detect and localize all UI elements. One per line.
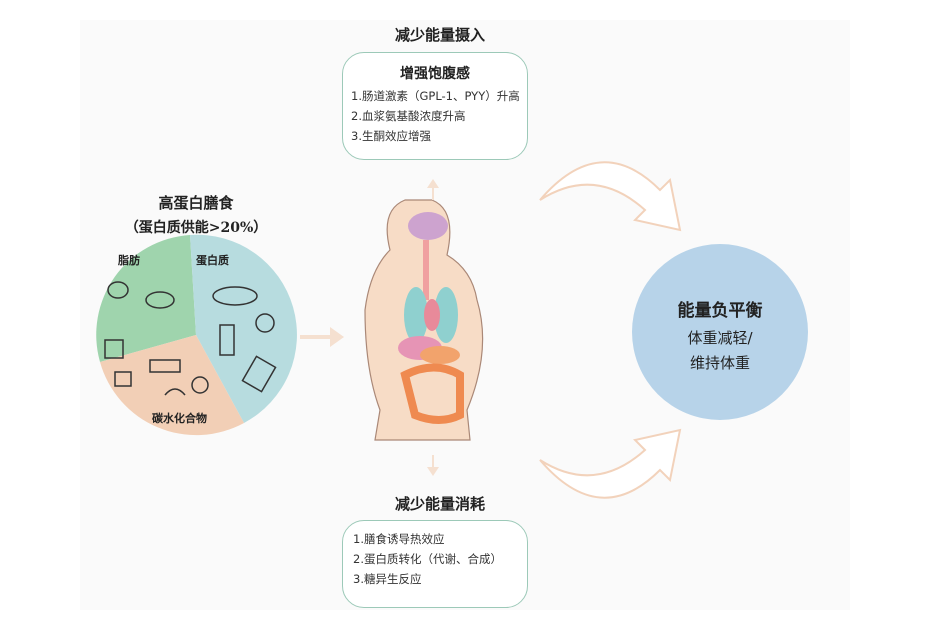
result-circle bbox=[632, 244, 808, 420]
satiety-title: 增强饱腹感 bbox=[400, 66, 470, 82]
expenditure-box: 1.膳食诱导热效应 2.蛋白质转化（代谢、合成） 3.糖异生反应 bbox=[342, 520, 528, 608]
result-line1: 体重减轻/ bbox=[687, 329, 753, 347]
list-item: 2.血浆氨基酸浓度升高 bbox=[351, 109, 466, 123]
intake-heading: 减少能量摄入 bbox=[394, 26, 485, 44]
result-line2: 维持体重 bbox=[689, 354, 750, 372]
curved-arrow-bottom-icon bbox=[539, 428, 682, 499]
curved-arrow-top-icon bbox=[539, 161, 682, 232]
arrow-down-icon bbox=[427, 455, 439, 476]
list-item: 1.肠道激素（GPL-1、PYY）升高 bbox=[351, 89, 520, 103]
arrow-right-icon bbox=[300, 327, 344, 347]
diet-title: 高蛋白膳食 bbox=[158, 194, 234, 212]
list-item: 1.膳食诱导热效应 bbox=[353, 532, 445, 546]
body-illustration bbox=[364, 199, 484, 441]
label-fat: 脂肪 bbox=[118, 254, 140, 267]
list-item: 2.蛋白质转化（代谢、合成） bbox=[353, 552, 502, 566]
diet-subtitle: （蛋白质供能>20%） bbox=[124, 220, 268, 236]
list-item: 3.糖异生反应 bbox=[353, 572, 422, 586]
expenditure-heading: 减少能量消耗 bbox=[394, 495, 485, 513]
diet-pie-chart bbox=[96, 234, 297, 436]
label-protein: 蛋白质 bbox=[196, 254, 229, 267]
label-carbohydrate: 碳水化合物 bbox=[152, 412, 207, 425]
arrow-up-icon bbox=[427, 179, 439, 200]
satiety-box: 增强饱腹感 1.肠道激素（GPL-1、PYY）升高 2.血浆氨基酸浓度升高 3.… bbox=[342, 52, 528, 160]
result-title: 能量负平衡 bbox=[677, 301, 763, 321]
list-item: 3.生酮效应增强 bbox=[351, 129, 431, 143]
pie-carbohydrate bbox=[100, 335, 244, 436]
food-icons bbox=[104, 281, 277, 396]
